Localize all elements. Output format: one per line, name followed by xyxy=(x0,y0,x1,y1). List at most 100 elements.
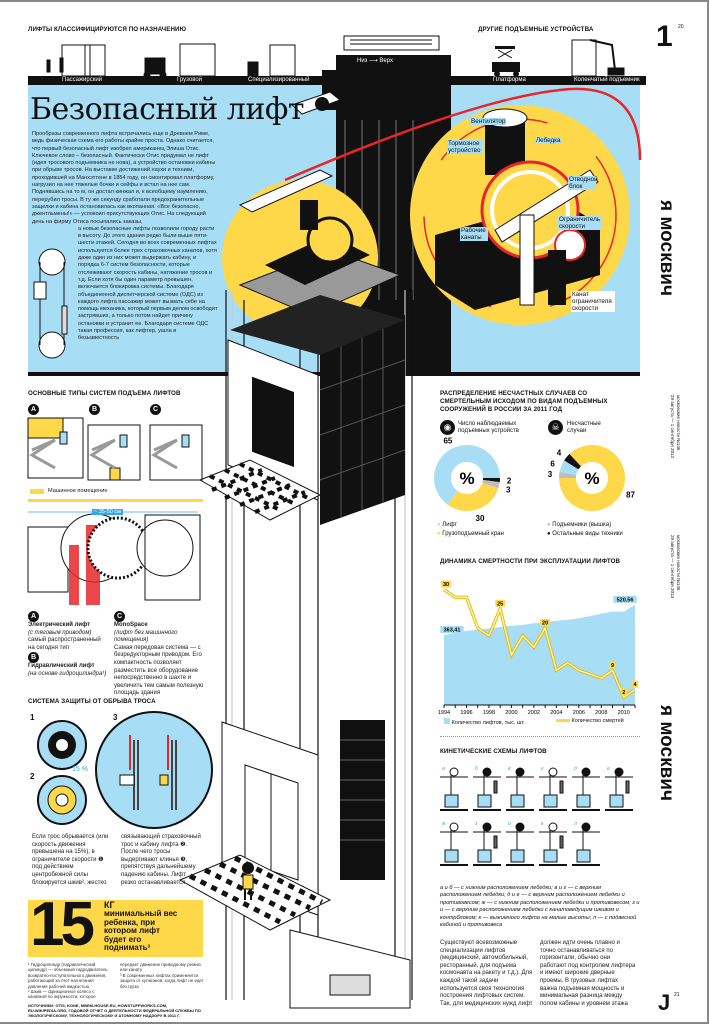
footnotes-block: ¹ Гидроцилиндр (гидравлический цилиндр) … xyxy=(28,962,206,1018)
pie-value-label: 3 xyxy=(548,470,553,479)
legend-hoist-label: Подъемники (вышка) xyxy=(552,522,612,528)
step-2: 2 xyxy=(30,772,35,781)
right-border xyxy=(707,0,709,1024)
kinetic-letter: г xyxy=(541,766,544,772)
label-brake: Тормозное устройство xyxy=(447,140,483,154)
protection-title: Система защиты от обрыва троса xyxy=(28,698,156,705)
page-title: Безопасный лифт xyxy=(30,92,304,127)
data-label-bg xyxy=(620,688,627,696)
line-legend-lifts: Количество лифтов, тыс. шт. xyxy=(444,718,525,726)
data-label: 20 xyxy=(542,621,548,627)
step-1: 1 xyxy=(30,713,35,722)
ground-line xyxy=(28,499,203,502)
badge-a: A xyxy=(28,404,39,415)
page-sub: 20 xyxy=(678,24,684,30)
legend-other: ● Остальные виды техники xyxy=(547,531,623,537)
badge-b-small: B xyxy=(28,652,39,664)
freight-lift-icon xyxy=(143,43,216,79)
data-label: 2 xyxy=(622,690,625,696)
kinetic-scheme: в xyxy=(506,766,534,811)
sources: ИСТОЧНИКИ: OTIS, KONE, MBEM-HOUSE.RU, HO… xyxy=(28,1002,201,1018)
pie-2-name: Несчастные случаи xyxy=(567,421,601,434)
pie-value-label: 4 xyxy=(557,449,562,458)
kinetic-letter: в xyxy=(508,766,511,772)
type-b-sub: (на основе гидроцилиндра¹) xyxy=(28,670,107,677)
type-c-desc: C MonoSpace (лифт без машинного помещени… xyxy=(114,611,206,698)
protection-diagrams xyxy=(37,711,213,829)
data-label: 25 xyxy=(497,601,503,607)
dimension-label: ~ 35-50 см xyxy=(92,509,123,515)
device-boom-lift: Коленчатый подъемник xyxy=(574,77,640,83)
tower-sign: Низ ⟶ Верх xyxy=(357,58,393,64)
step-3: 3 xyxy=(113,713,118,722)
page-sub-bottom: 21 xyxy=(674,992,680,998)
data-label-bg xyxy=(609,661,616,669)
pie-slice xyxy=(559,445,625,512)
top-beam xyxy=(238,91,342,213)
kinetic-scheme: а xyxy=(440,766,468,811)
data-label-bg xyxy=(540,619,551,627)
fact-text: минимальный вес ребенка, при котором лиф… xyxy=(104,909,178,952)
label-governor: Ограничитель скорости xyxy=(558,216,602,230)
line-chart-title: Динамика смертности при эксплуатации лиф… xyxy=(440,558,621,565)
data-label: 9 xyxy=(611,663,614,669)
label-deflector: Отводной блок xyxy=(568,176,598,190)
kinetic-scheme: ж xyxy=(440,821,468,866)
kinetic-scheme: б xyxy=(473,766,501,811)
data-label-bg xyxy=(441,580,451,588)
kinetic-scheme: к xyxy=(539,821,567,866)
machine-room-legend-swatch xyxy=(30,489,44,494)
kinetic-text-2: должен идти очень плавно и точно останав… xyxy=(540,940,636,1007)
pie-slice xyxy=(559,460,579,476)
passenger-lift-icon xyxy=(46,44,106,77)
kinetic-letter: ж xyxy=(441,821,446,827)
intro-block: Прообразы современного лифта встречались… xyxy=(32,131,218,343)
type-a-title: Электрический лифт xyxy=(28,622,91,628)
brand-top: я москвич xyxy=(656,200,677,296)
x-tick-label: 2000 xyxy=(505,710,517,716)
footnote-3: ³ В современных лифтах применяется защит… xyxy=(120,972,204,989)
kinetic-scheme: з xyxy=(473,821,501,866)
x-tick-label: 2006 xyxy=(573,710,585,716)
pie-value-label: 65 xyxy=(443,437,452,446)
red-cable xyxy=(284,87,642,182)
pie-slice xyxy=(559,471,577,478)
machine-room-legend: Машинное помещение xyxy=(48,488,108,494)
kinetic-letter: д xyxy=(574,766,577,772)
fact-number: 15 xyxy=(30,890,95,959)
data-label-bg xyxy=(631,680,639,688)
page-number: 1 xyxy=(656,20,673,53)
pie-1-name: Число наблюдаемых подъемных устройств xyxy=(458,421,519,434)
pie-slice xyxy=(434,445,501,505)
intro-text: Прообразы современного лифта встречались… xyxy=(32,131,216,225)
kinetic-letter: к xyxy=(541,821,544,827)
footnotes: ¹ Гидроцилиндр (гидравлический цилиндр) … xyxy=(28,962,206,1000)
kinetic-scheme: и xyxy=(506,821,534,866)
label-ropes: Рабочие канаты xyxy=(460,227,488,241)
kinetic-letter: л xyxy=(573,821,577,827)
label-fan: Вентилятор xyxy=(470,118,507,125)
legend-crane: ● Грузоподъемный кран xyxy=(437,531,504,537)
line-legend-deaths: Количество смертей xyxy=(556,718,624,724)
line-legend-deaths-label: Количество смертей xyxy=(571,718,624,724)
lifts-area xyxy=(444,604,635,705)
legend-crane-label: Грузоподъемный кран xyxy=(442,531,504,537)
kinetic-divider xyxy=(440,736,640,737)
category-freight: Грузовой xyxy=(177,77,203,83)
label-winch: Лебедка xyxy=(535,137,562,144)
type-c-title: MonoSpace xyxy=(114,622,148,628)
pie-title: Распределение несчастных случаев со смер… xyxy=(440,390,608,413)
intro-text-2: а новые безопасные лифты позволили город… xyxy=(78,225,218,342)
data-label-bg xyxy=(440,626,464,634)
protection-text: Если трос обрывается (или скорость движе… xyxy=(32,834,201,886)
kinetic-letter: а xyxy=(442,766,445,772)
x-tick-label: 2008 xyxy=(595,710,607,716)
kinetic-scheme: г xyxy=(539,766,567,811)
kinetic-scheme: д xyxy=(572,766,600,811)
legend-hoist: ● Подъемники (вышка) xyxy=(547,522,612,528)
pie-slice xyxy=(447,482,499,511)
